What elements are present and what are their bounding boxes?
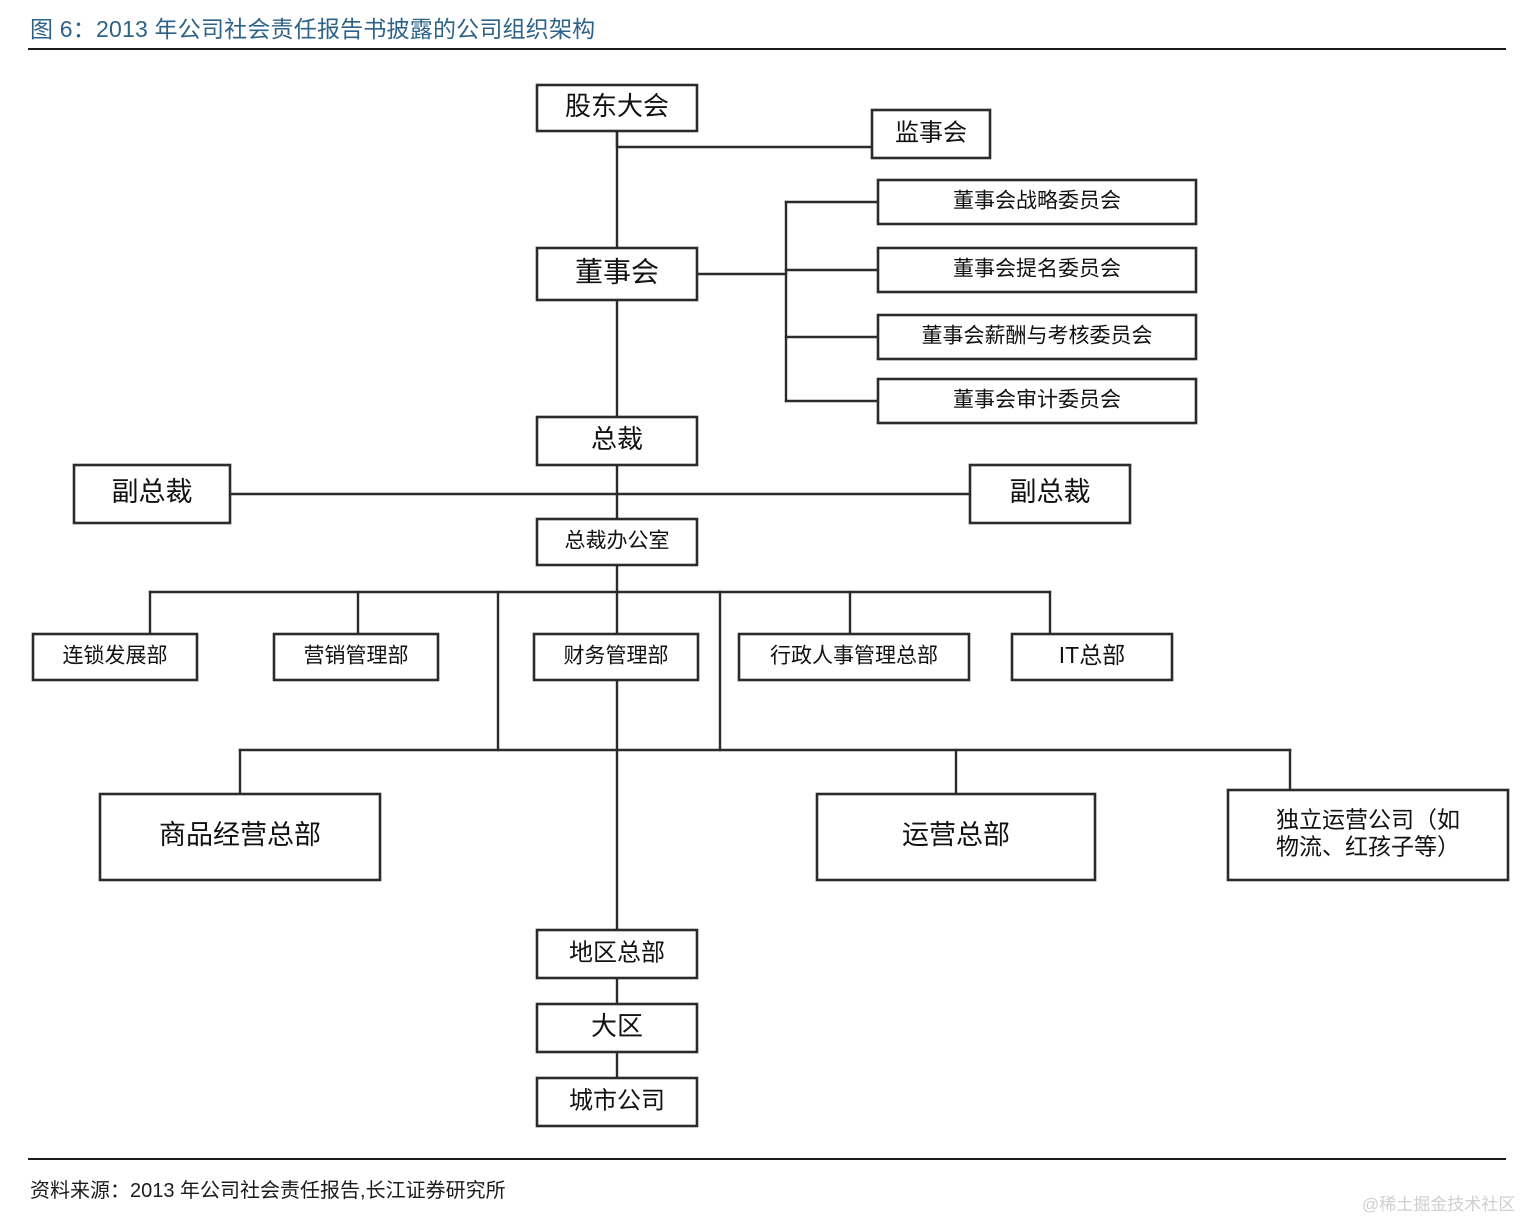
node-dept-hr[interactable]: 行政人事管理总部 [737,632,971,682]
node-box [98,792,382,882]
node-box [535,517,699,567]
node-box [535,1002,699,1054]
node-label: IT总部 [1059,642,1125,668]
node-label: 财务管理部 [564,645,669,668]
node-pres-office[interactable]: 总裁办公室 [535,517,699,567]
node-box [272,632,440,682]
node-label: 营销管理部 [304,645,409,668]
node-box [876,377,1198,425]
node-box [1010,632,1174,682]
node-label: 副总裁 [1010,477,1091,507]
node-board[interactable]: 董事会 [535,246,699,302]
node-label: 独立运营公司（如 [1276,807,1460,833]
node-box [535,415,699,467]
node-cmt-audit[interactable]: 董事会审计委员会 [876,377,1198,425]
node-hq-operations[interactable]: 运营总部 [815,792,1097,882]
node-box [535,928,699,980]
node-box [815,792,1097,882]
node-dept-finance[interactable]: 财务管理部 [532,632,700,682]
node-big-region[interactable]: 大区 [535,1002,699,1054]
node-label: 城市公司 [569,1087,665,1114]
node-label: 董事会战略委员会 [953,190,1121,213]
node-label: 股东大会 [565,91,669,121]
node-regional-hq[interactable]: 地区总部 [535,928,699,980]
node-vp-left[interactable]: 副总裁 [72,463,232,525]
connector-layer [148,129,1292,1080]
node-label: 总裁办公室 [565,530,670,553]
node-box [876,178,1198,226]
node-label: 董事会提名委员会 [953,258,1121,281]
node-hq-independent[interactable]: 独立运营公司（如物流、红孩子等） [1226,788,1510,882]
node-box [535,83,699,133]
footer-divider [28,1158,1506,1160]
node-label: 大区 [591,1011,643,1041]
node-label: 总裁 [591,424,643,454]
node-box [876,246,1198,294]
node-shareholders[interactable]: 股东大会 [535,83,699,133]
node-label: 董事会薪酬与考核委员会 [922,325,1153,348]
node-dept-chain[interactable]: 连锁发展部 [31,632,199,682]
node-box [535,246,699,302]
node-cmt-strategy[interactable]: 董事会战略委员会 [876,178,1198,226]
node-box [31,632,199,682]
node-box [870,108,992,160]
node-label: 商品经营总部 [159,820,321,850]
node-box [532,632,700,682]
node-box [72,463,232,525]
node-box [876,313,1198,361]
watermark-label: @稀土掘金技术社区 [1362,1195,1516,1214]
node-dept-marketing[interactable]: 营销管理部 [272,632,440,682]
node-label: 地区总部 [569,939,665,966]
node-label: 行政人事管理总部 [770,645,938,668]
title-divider [28,48,1506,50]
node-label: 监事会 [895,119,967,146]
node-supervisors[interactable]: 监事会 [870,108,992,160]
node-president[interactable]: 总裁 [535,415,699,467]
node-city-company[interactable]: 城市公司 [535,1076,699,1128]
node-label: 副总裁 [112,477,193,507]
node-vp-right[interactable]: 副总裁 [968,463,1132,525]
node-box [535,1076,699,1128]
node-label: 连锁发展部 [63,645,168,668]
node-cmt-nomination[interactable]: 董事会提名委员会 [876,246,1198,294]
node-label: 运营总部 [902,820,1010,850]
node-hq-goods[interactable]: 商品经营总部 [98,792,382,882]
node-dept-it[interactable]: IT总部 [1010,632,1174,682]
node-box [737,632,971,682]
node-cmt-comp[interactable]: 董事会薪酬与考核委员会 [876,313,1198,361]
edge-shareholders-supervisors [615,129,874,149]
node-label: 董事会 [575,256,659,287]
node-label: 董事会审计委员会 [953,389,1121,412]
node-box [1226,788,1510,882]
node-label: 物流、红孩子等） [1276,834,1460,860]
node-box [968,463,1132,525]
figure-title: 图 6：2013 年公司社会责任报告书披露的公司组织架构 [30,16,596,42]
source-note: 资料来源：2013 年公司社会责任报告,长江证券研究所 [30,1180,506,1202]
